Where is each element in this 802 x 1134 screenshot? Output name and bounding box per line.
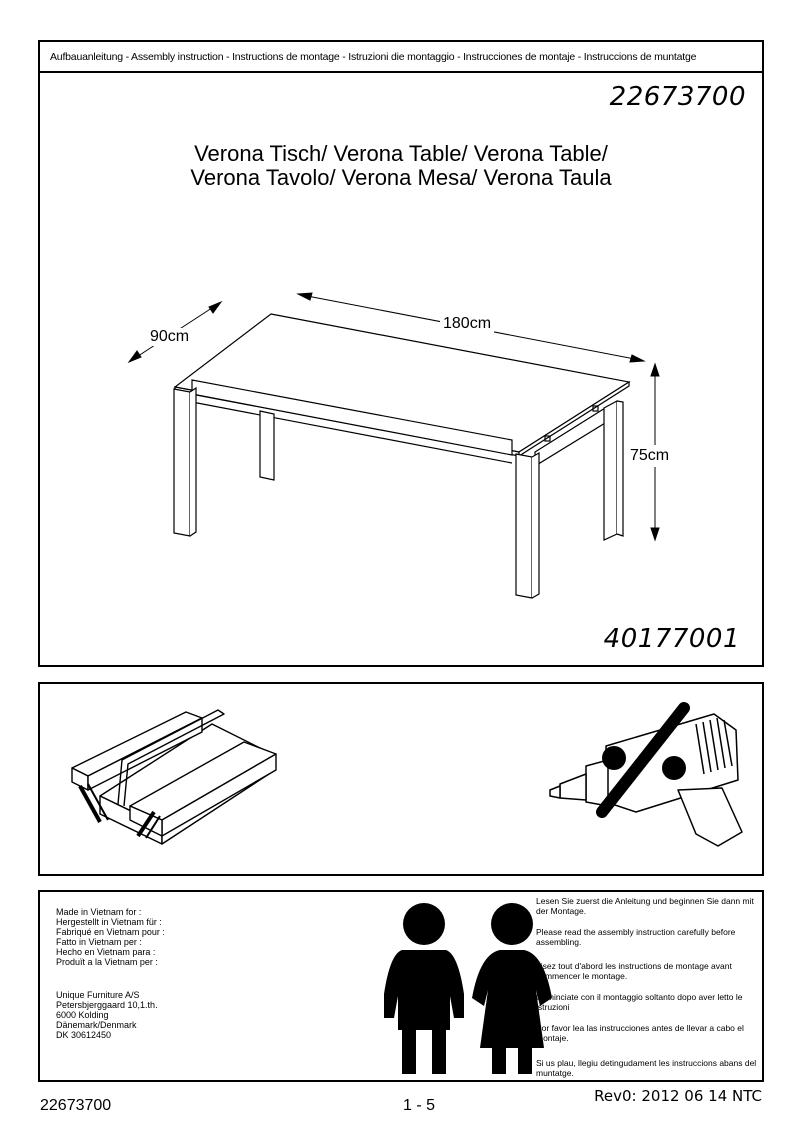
made-in-text: Made in Vietnam for : Hergestellt in Vie… — [56, 907, 165, 967]
apron-front — [191, 379, 513, 456]
prohibited-slash — [596, 702, 690, 818]
note-en: Please read the assembly instruction car… — [536, 927, 736, 947]
company-address: Unique Furniture A/S Petersbjerggaard 10… — [56, 990, 158, 1040]
note-es: Por favor lea las instrucciones antes de… — [536, 1023, 744, 1043]
tools-panel — [38, 682, 764, 876]
footer-code: 22673700 — [40, 1097, 112, 1114]
depth-label: 90cm — [150, 328, 190, 346]
note-de: Lesen Sie zuerst die Anleitung und begin… — [536, 896, 754, 916]
title-line-2: Verona Tavolo/ Verona Mesa/ Verona Taula — [190, 165, 612, 190]
header-strip: Aufbauanleitung - Assembly instruction -… — [40, 42, 762, 73]
two-person-icon — [384, 903, 552, 1074]
leg-back-right — [603, 399, 618, 541]
article-code: 40177001 — [603, 624, 740, 654]
product-code: 22673700 — [609, 82, 746, 112]
page-title: Verona Tisch/ Verona Table/ Verona Table… — [40, 142, 762, 190]
footer-page: 1 - 5 — [403, 1097, 436, 1114]
note-fr: Lisez tout d'abord les instructions de m… — [536, 961, 732, 981]
product-panel: Aufbauanleitung - Assembly instruction -… — [38, 40, 764, 667]
toolbox-icon — [71, 709, 277, 845]
power-drill-crossed-icon — [549, 702, 743, 847]
note-ca: Si us plau, llegiu detingudament les ins… — [536, 1058, 757, 1078]
title-line-1: Verona Tisch/ Verona Table/ Verona Table… — [194, 141, 608, 166]
width-label: 180cm — [440, 315, 495, 333]
footer-revision: Rev0: 2012 06 14 NTC — [594, 1087, 762, 1105]
note-it: Cominciate con il montaggio soltanto dop… — [536, 992, 743, 1012]
leg-back-left — [259, 410, 275, 481]
table-drawing — [127, 292, 660, 599]
leg-front-right — [515, 453, 533, 599]
leg-front-left — [173, 388, 191, 537]
height-label: 75cm — [630, 445, 670, 467]
